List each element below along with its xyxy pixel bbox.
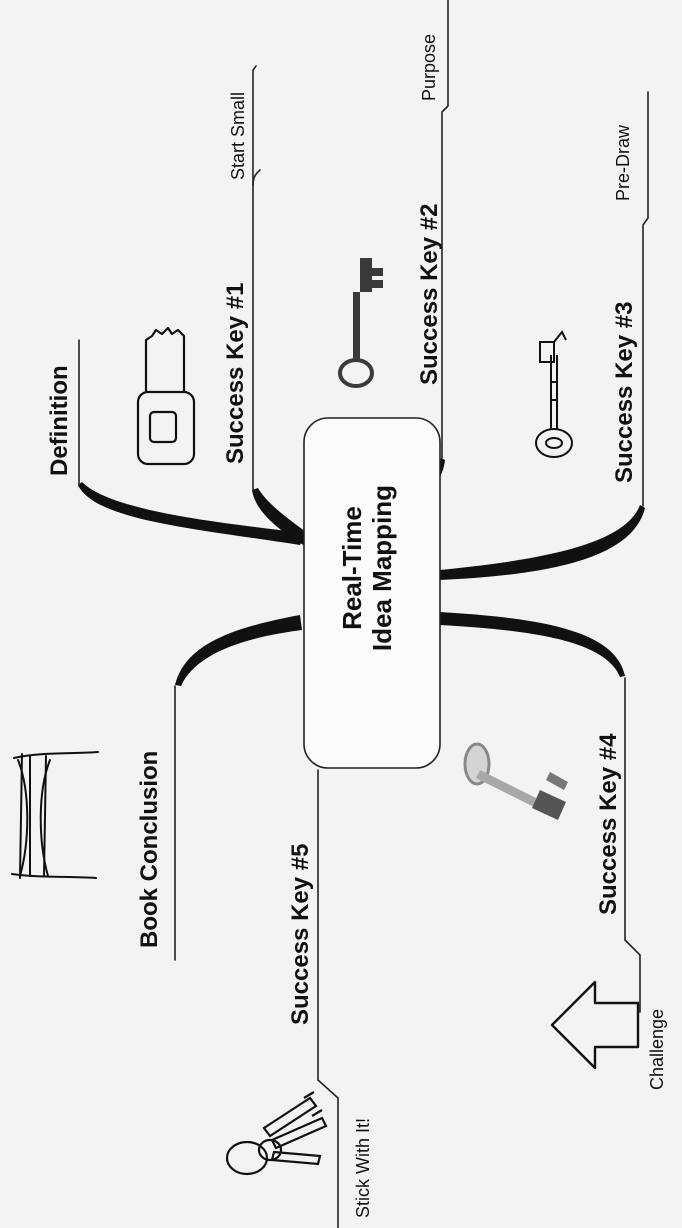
branch-key3 xyxy=(440,505,645,580)
label-success-key-3: Success Key #3 xyxy=(611,301,638,483)
skeleton-key-icon xyxy=(535,330,573,458)
key-icon xyxy=(136,326,196,466)
label-success-key-5: Success Key #5 xyxy=(287,843,314,1025)
label-success-key-4: Success Key #4 xyxy=(595,733,622,915)
antique-key-icon xyxy=(463,742,568,820)
label-start-small: Start Small xyxy=(228,91,248,180)
central-topic-line2: Idea Mapping xyxy=(366,484,397,652)
branch-key1 xyxy=(252,488,310,546)
line-key1 xyxy=(252,65,257,491)
label-pre-draw: Pre-Draw xyxy=(613,124,633,201)
central-topic: Real-Time Idea Mapping xyxy=(337,448,398,688)
label-challenge: Challenge xyxy=(647,1008,667,1090)
line-key5 xyxy=(317,769,339,1228)
arrow-up-icon xyxy=(550,980,640,1070)
key-ring-icon xyxy=(225,1091,328,1176)
label-book-conclusion: Book Conclusion xyxy=(136,750,163,948)
central-topic-line1: Real-Time xyxy=(337,506,367,630)
branch-conclusion xyxy=(175,615,302,686)
label-stick-with-it: Stick With It! xyxy=(353,1117,373,1218)
skeleton-key-icon xyxy=(338,258,383,388)
central-topic-box xyxy=(303,417,441,769)
branch-key4 xyxy=(440,612,625,677)
bridge-icon xyxy=(11,751,99,879)
line-key3 xyxy=(642,91,649,507)
label-definition: Definition xyxy=(46,365,73,476)
line-key2 xyxy=(441,0,449,459)
line-key4 xyxy=(624,677,641,1013)
label-purpose: Purpose xyxy=(419,33,439,101)
branch-definition xyxy=(78,482,305,545)
line-start-small xyxy=(252,169,261,186)
label-success-key-1: Success Key #1 xyxy=(222,282,249,464)
label-success-key-2: Success Key #2 xyxy=(416,203,443,385)
